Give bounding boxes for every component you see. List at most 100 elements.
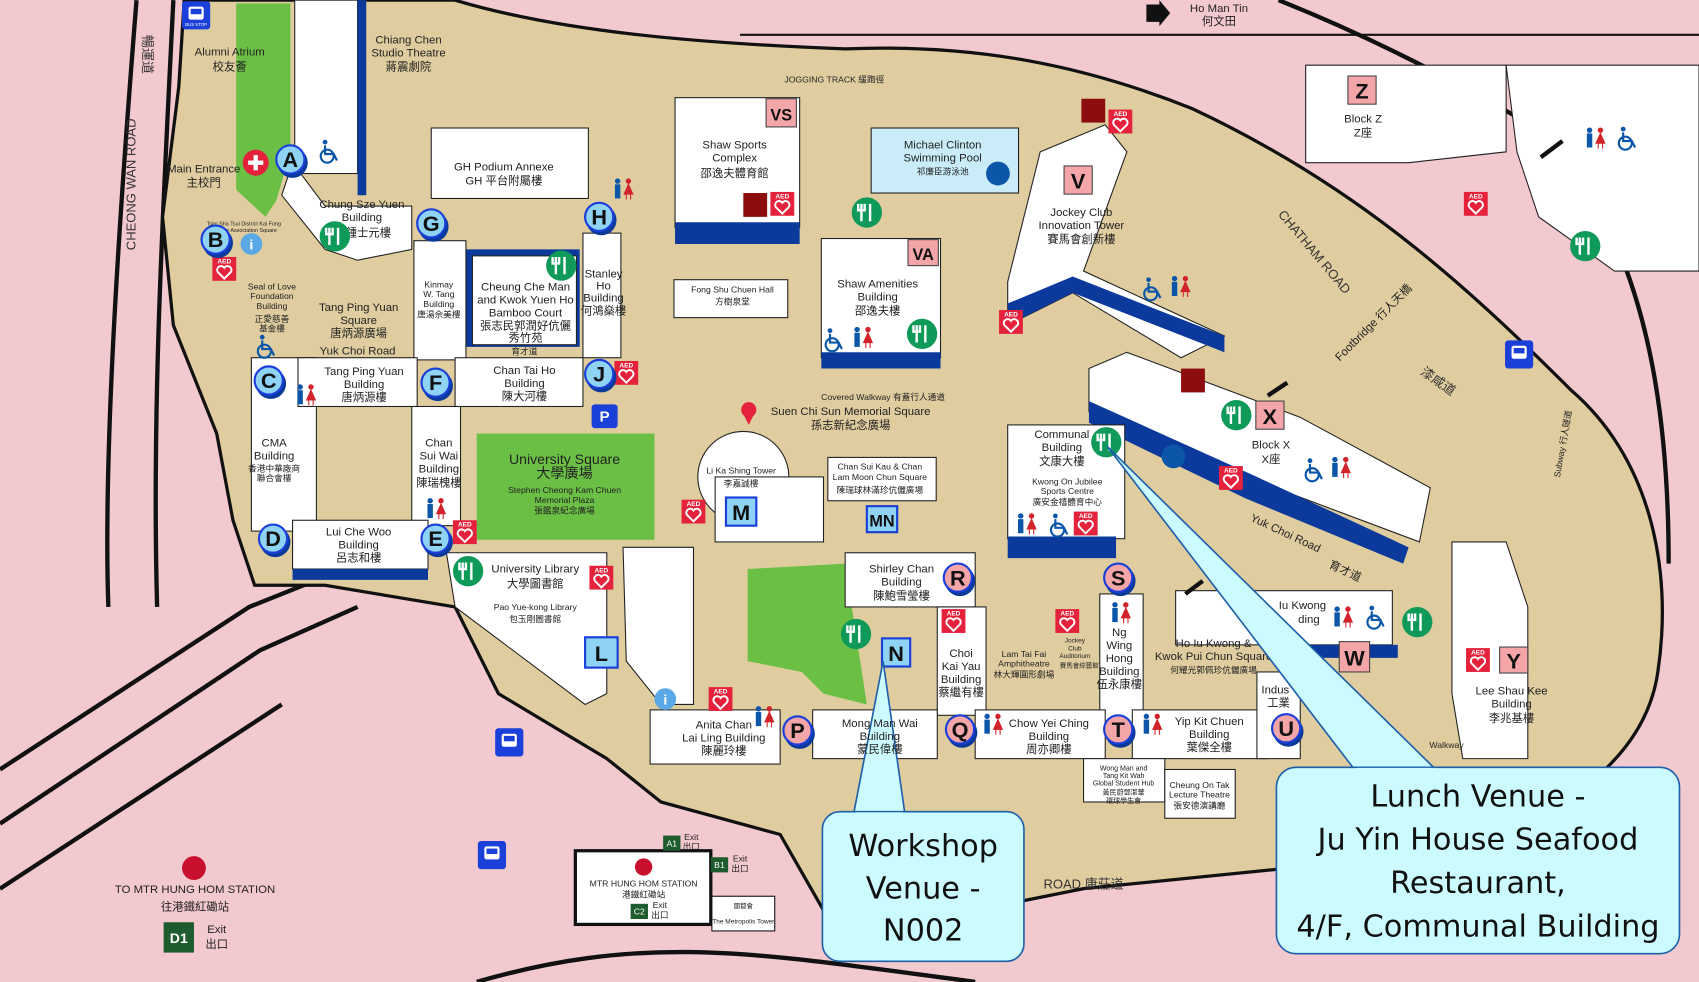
marker-z[interactable]: Z <box>1347 75 1377 105</box>
marker-q[interactable]: Q <box>944 714 978 748</box>
metropolis-label: The Metropolis Tower <box>712 918 775 925</box>
marker-t[interactable]: T <box>1103 714 1136 748</box>
bus-stop-label: BUS STOP <box>185 22 207 27</box>
marker-g[interactable]: G <box>416 208 449 242</box>
to-mtr-label: TO MTR HUNG HOM STATION <box>115 884 275 896</box>
map-text: Welfare Association Square <box>211 228 277 234</box>
marker-y[interactable]: Y <box>1499 646 1529 674</box>
map-text: Pao Yue-kong Library <box>494 602 578 612</box>
aed-icon: AED <box>1465 647 1491 673</box>
dining-icon <box>839 617 873 651</box>
dining-icon <box>544 249 578 282</box>
marker-n[interactable]: N <box>880 637 912 668</box>
map-text: Ho Iu Kwong & <box>1176 638 1252 650</box>
map-text: i <box>663 691 667 707</box>
map-text: Building <box>1491 699 1531 711</box>
map-text: Block X <box>1252 440 1291 452</box>
map-text: 正愛慈善 <box>255 313 290 324</box>
map-text: Restaurant, <box>1390 866 1566 901</box>
marker-d[interactable]: D <box>257 523 291 558</box>
aed-icon: AED <box>769 190 796 217</box>
map-text: 賽馬會創新樓 <box>1047 232 1115 246</box>
swimming-icon <box>986 161 1186 469</box>
info-icon: i <box>654 688 677 710</box>
map-text: 陳鮑雪瑩樓 <box>873 588 930 602</box>
map-text: Tang Kit Wah <box>1103 773 1145 780</box>
map-text: 唐湯佘美樓 <box>417 309 461 320</box>
label-ho-iu-kwong-square: Ho Iu Kwong &Kwok Pui Chun Square何耀光郭佩珍伉… <box>1155 638 1272 675</box>
marker-f[interactable]: F <box>420 367 453 402</box>
marker-mn[interactable]: MN <box>865 505 899 534</box>
map-text: Lam Moon Chun Square <box>833 472 928 482</box>
map-text: Bamboo Court <box>489 308 563 320</box>
marker-w[interactable]: W <box>1338 641 1371 673</box>
map-text: Building <box>254 451 294 463</box>
label-block-x: Block XX座 <box>1252 440 1291 466</box>
map-text: Seal of Love <box>248 281 296 291</box>
map-text: Shaw Amenities <box>837 278 918 290</box>
map-text: AED <box>619 362 633 369</box>
marker-vs[interactable]: VS <box>765 98 797 128</box>
marker-b[interactable]: B <box>200 224 233 259</box>
marker-c[interactable]: C <box>253 365 287 399</box>
aed-icon: AED <box>940 608 967 634</box>
map-text: Building <box>860 731 900 743</box>
aed-icon: AED <box>1107 108 1134 135</box>
marker-a[interactable]: A <box>275 144 308 178</box>
map-text: AED <box>458 522 472 529</box>
map-text: Li Ka Shing Tower <box>706 466 776 476</box>
map-text: 祁廉臣游泳池 <box>917 166 969 177</box>
green-area-n <box>747 563 867 705</box>
map-text: Exit <box>653 900 668 910</box>
marker-v[interactable]: V <box>1063 165 1093 195</box>
map-text: Building <box>1029 731 1069 743</box>
map-text: Stanley <box>585 269 623 281</box>
map-text: Tsim Sha Tsui District Kai Fong <box>207 222 281 228</box>
marker-u[interactable]: U <box>1270 713 1304 747</box>
label-mong-man-wai: Mong Man Wai Building 蒙民偉樓 <box>842 718 918 756</box>
marker-e[interactable]: E <box>420 523 453 558</box>
marker-j[interactable]: J <box>584 358 617 393</box>
map-text: VA <box>912 246 934 264</box>
map-text: 陳大河樓 <box>502 389 547 403</box>
jogging-track-label: JOGGING TRACK 緩跑徑 <box>784 74 884 85</box>
marker-va[interactable]: VA <box>907 239 939 267</box>
map-text: Innovation Tower <box>1039 220 1125 232</box>
map-text: Chan Sui Kau & Chan <box>837 461 922 471</box>
marker-m[interactable]: M <box>724 496 758 527</box>
map-text: Wong Man and <box>1100 766 1148 773</box>
map-text: Kai Yau <box>942 661 981 673</box>
marker-r[interactable]: R <box>942 562 976 597</box>
map-text: University Square <box>509 451 620 467</box>
mtr-station-label: MTR HUNG HOM STATION <box>590 878 698 888</box>
marker-l[interactable]: L <box>584 636 619 669</box>
map-text: 邵逸夫樓 <box>855 303 900 317</box>
marker-s[interactable]: S <box>1103 562 1136 597</box>
map-text: Tang Ping Yuan <box>324 366 403 378</box>
marker-x[interactable]: X <box>1255 400 1285 430</box>
marker-h[interactable]: H <box>584 201 617 236</box>
map-text: Cheung On Tak <box>1169 780 1230 790</box>
marker-p[interactable]: P <box>782 715 815 749</box>
map-text: X <box>1263 404 1278 429</box>
map-text: 黃民蔚鄧潔華 <box>1103 787 1145 796</box>
